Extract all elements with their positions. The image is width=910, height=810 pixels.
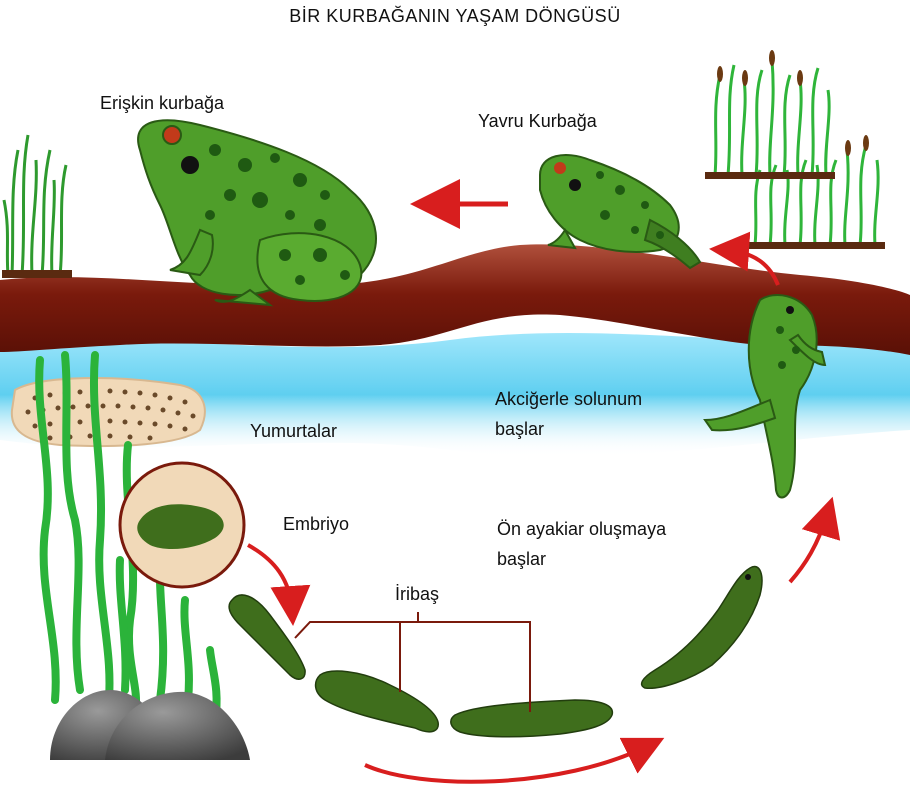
label-front-legs-1: Ön ayakiar oluşmaya xyxy=(497,518,666,540)
arrow-tadpole-to-legs xyxy=(365,745,650,782)
reeds-root-bottom xyxy=(745,242,885,249)
label-adult-frog: Erişkin kurbağa xyxy=(100,92,224,114)
tadpole-2-icon xyxy=(316,671,439,732)
left-grass-icon xyxy=(4,135,66,275)
label-embryo: Embriyo xyxy=(283,513,349,535)
adult-frog-icon xyxy=(138,120,376,305)
reed-tips xyxy=(717,50,869,156)
label-lung-breathing-1: Akciğerle solunum xyxy=(495,388,642,410)
embryo-magnifier-icon xyxy=(120,463,244,587)
diagram-title: BİR KURBAĞANIN YAŞAM DÖNGÜSÜ xyxy=(0,6,910,27)
label-tadpole: İribaş xyxy=(395,583,439,605)
right-reeds-icon xyxy=(715,60,878,245)
label-lung-breathing-2: başlar xyxy=(495,418,544,440)
reeds-root-top xyxy=(705,172,835,179)
left-grass-root xyxy=(2,270,72,278)
label-young-frog: Yavru Kurbağa xyxy=(478,110,597,132)
arrow-legs-to-froglet xyxy=(790,512,828,582)
tadpole-with-legs-icon xyxy=(642,567,762,689)
tadpole-3-icon xyxy=(451,700,613,737)
label-eggs: Yumurtalar xyxy=(250,420,337,442)
label-front-legs-2: başlar xyxy=(497,548,546,570)
